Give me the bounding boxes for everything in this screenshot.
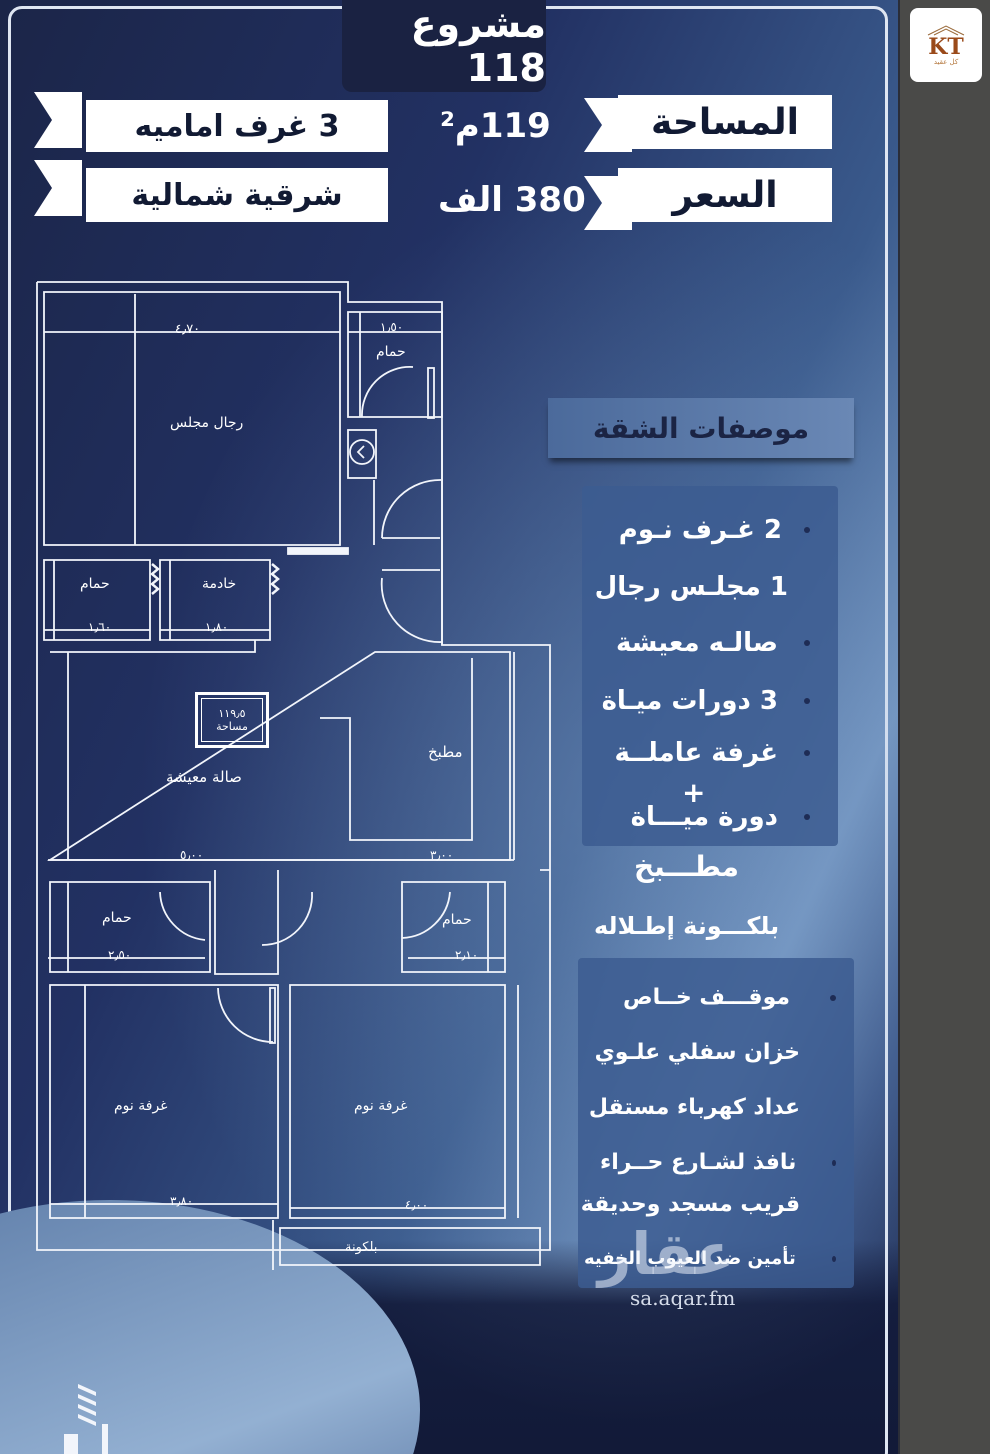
listing-poster: مشروع 118 المساحة السعر 119م² 380 الف 3 …: [0, 0, 898, 1454]
spec-balcony: بلكـــونة إطـلاله: [594, 912, 780, 940]
building-logo-icon: [58, 1384, 148, 1454]
rooms-tag: 3 غرف اماميه: [86, 100, 388, 152]
price-label: السعر: [618, 168, 832, 222]
dim-label: ١٫٦٠: [88, 620, 112, 634]
area-stamp-value: ١١٩٫٥: [218, 707, 246, 720]
floor-plan: رجال مجلس حمام ١٫٥٠ ٤٫٧٠ حمام خادمة ١٫٦٠…: [30, 280, 560, 1270]
room-label-bath: حمام: [102, 910, 132, 926]
spec-item: دورة ميـــاة: [600, 802, 810, 832]
chevron-icon: [34, 160, 82, 216]
spec-item: صالـه معيشة: [600, 628, 810, 658]
bullet-icon: [804, 640, 810, 646]
area-stamp: ١١٩٫٥ مساحة: [195, 692, 269, 748]
spec-item: نافذ لشـارع حــراء: [600, 1150, 836, 1175]
room-label-majlis: رجال مجلس: [170, 415, 244, 431]
specs-group-2: [578, 958, 854, 1288]
spec-item: تأمين ضد العيوب الخفيه: [584, 1248, 836, 1269]
plus-sign: +: [682, 776, 706, 809]
bullet-icon: [804, 698, 810, 704]
spec-item: موقـــف خــاص: [600, 985, 836, 1010]
dim-label: ٢٫١٠: [455, 948, 479, 962]
room-label-bath: حمام: [376, 344, 406, 360]
bullet-icon: [804, 814, 810, 820]
project-title: مشروع 118: [342, 0, 546, 92]
area-stamp-label: مساحة: [216, 720, 248, 733]
area-value: 119م²: [440, 106, 551, 146]
chevron-icon: [34, 92, 82, 148]
spec-item: 2 غـرف نـوم: [600, 515, 810, 545]
aqar-url: sa.aqar.fm: [630, 1286, 736, 1310]
bullet-icon: [832, 1159, 836, 1166]
dim-label: ١٫٥٠: [380, 320, 404, 334]
spec-item: غرفة عاملــة: [600, 738, 810, 768]
price-value: 380 الف: [438, 180, 586, 220]
bullet-icon: [804, 527, 810, 533]
room-label-living: صالة معيشة: [166, 768, 242, 786]
dim-label: ٤٫٧٠: [175, 322, 201, 337]
specs-group-1: [582, 486, 838, 846]
orientation-tag: شرقية شمالية: [86, 168, 388, 222]
right-sidebar: [898, 0, 990, 1454]
logo-letters: KT: [928, 34, 964, 60]
room-label-maid: خادمة: [202, 576, 237, 592]
spec-kitchen: مطـــبخ: [634, 850, 739, 883]
specs-heading: موصفات الشقة: [548, 398, 854, 458]
room-label-bath: حمام: [80, 576, 110, 592]
spec-item: خزان سفلي علـوي: [594, 1040, 800, 1065]
room-label-bedroom: غرفة نوم: [354, 1098, 408, 1114]
room-label-bath: حمام: [442, 912, 472, 928]
room-label-bedroom: غرفة نوم: [114, 1098, 168, 1114]
spec-item: 1 مجلـس رجال: [594, 572, 788, 602]
spec-item: عداد كهرباء مستقل: [588, 1095, 800, 1120]
dim-label: ٣٫٨٠: [170, 1194, 194, 1208]
room-label-kitchen: مطبخ: [428, 743, 463, 761]
dim-label: ٥٫٠٠: [180, 848, 204, 862]
dim-label: ٣٫٠٠: [430, 848, 454, 862]
dim-label: ١٫٨٠: [205, 620, 229, 634]
roof-icon: [927, 25, 965, 36]
bullet-icon: [804, 750, 810, 756]
aqar-watermark: عقار: [598, 1220, 735, 1288]
bullet-icon: [830, 994, 836, 1001]
dim-label: ٢٫٥٠: [108, 948, 132, 962]
agency-logo[interactable]: KT كل عقيد: [910, 8, 982, 82]
area-label: المساحة: [618, 95, 832, 149]
bullet-icon: [831, 1255, 836, 1262]
spec-item: قريب مسجد وحديقة: [580, 1192, 800, 1217]
room-label-balcony: بلكونة: [345, 1240, 378, 1255]
logo-subtitle: كل عقيد: [933, 58, 959, 66]
spec-item: 3 دورات ميـاة: [600, 686, 810, 716]
dim-label: ٤٫٠٠: [405, 1198, 429, 1212]
